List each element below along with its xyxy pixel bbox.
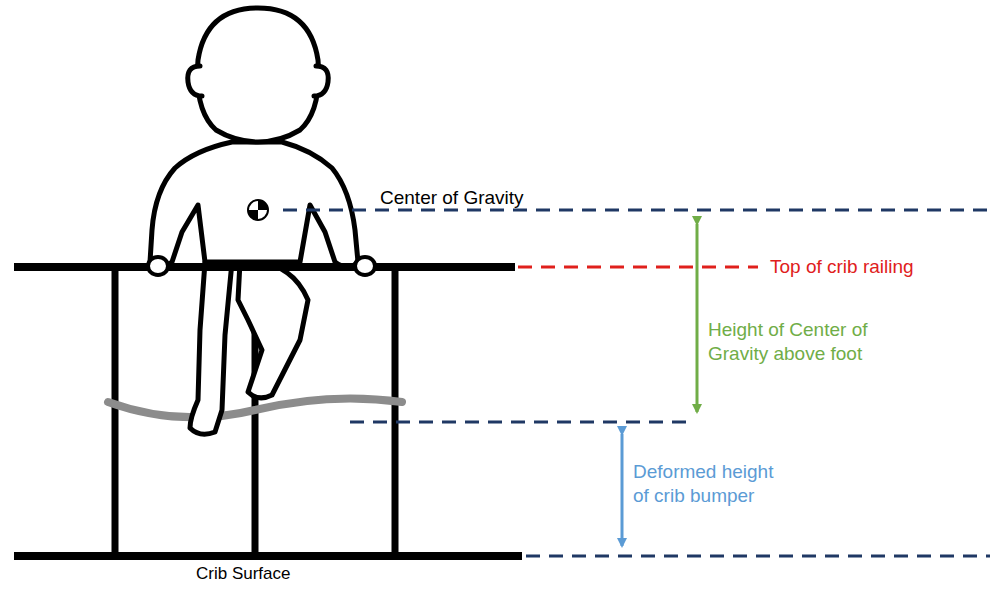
reference-lines [283, 210, 990, 556]
line-label: Top of crib railing [770, 255, 985, 279]
dimension-arrow [621, 434, 624, 546]
baby-figure [150, 8, 358, 434]
dimension-label: Deformed height of crib bumper [633, 460, 791, 508]
dimension-label: Height of Center of Gravity above foot [708, 318, 913, 366]
point-label: Center of Gravity [380, 186, 600, 210]
center-of-gravity-symbol [248, 200, 268, 220]
surface-label: Crib Surface [196, 563, 356, 584]
crib-bumper [108, 398, 402, 417]
crib-surface [14, 552, 522, 560]
baby-hands [148, 257, 375, 275]
dimension-arrow [696, 224, 699, 412]
crib-railing [14, 263, 515, 271]
